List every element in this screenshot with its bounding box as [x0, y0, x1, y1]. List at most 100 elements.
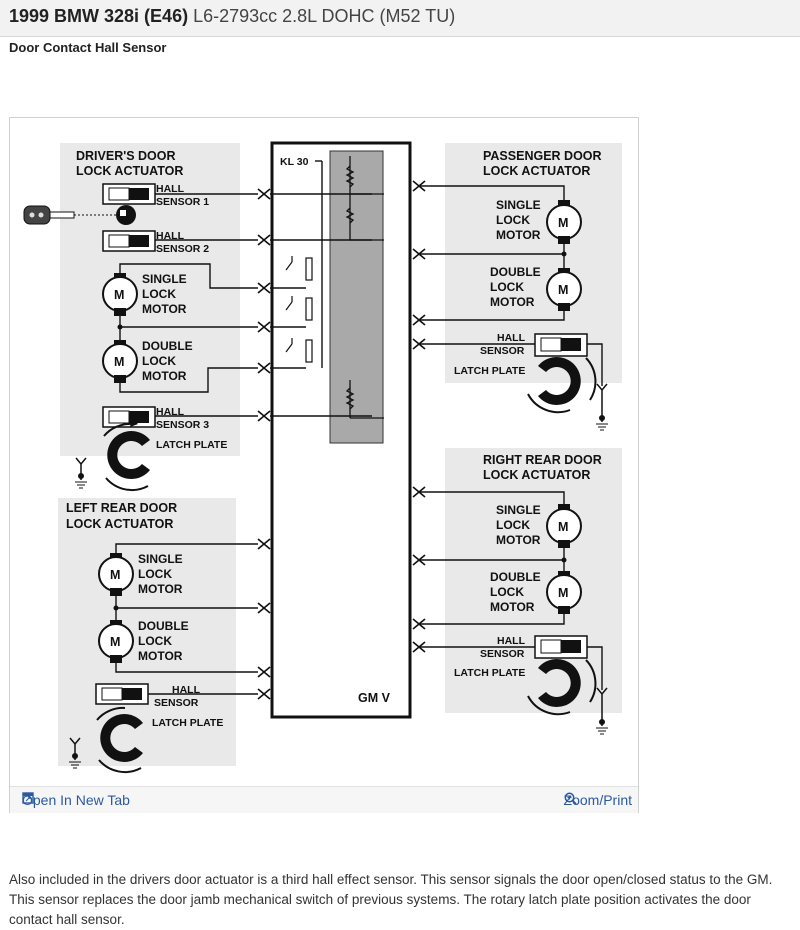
- left-rear-single-label-3: MOTOR: [138, 582, 183, 596]
- description-paragraph: Also included in the drivers door actuat…: [9, 872, 773, 927]
- right-rear-title-2: LOCK ACTUATOR: [483, 468, 590, 482]
- hall-sensor-2: [102, 230, 156, 252]
- right-rear-double-label-2: LOCK: [490, 585, 524, 599]
- passenger-single-label-1: SINGLE: [496, 198, 541, 212]
- left-rear-connectors: [257, 538, 271, 700]
- left-rear-title-2: LOCK ACTUATOR: [66, 517, 173, 531]
- internal-resistors: [345, 156, 355, 418]
- passenger-latch-plate-icon: [527, 357, 597, 414]
- open-in-new-tab-link[interactable]: Open In New Tab: [22, 792, 130, 808]
- right-rear-double-motor: M: [546, 571, 582, 614]
- svg-text:M: M: [558, 586, 568, 600]
- passenger-title-1: PASSENGER DOOR: [483, 149, 602, 163]
- passenger-single-label-3: MOTOR: [496, 228, 541, 242]
- driver-double-motor: M: [102, 340, 138, 383]
- passenger-single-motor: M: [546, 200, 582, 244]
- passenger-hall-label-1: HALL: [497, 332, 526, 344]
- kl30-label: KL 30: [280, 156, 309, 168]
- right-rear-single-motor: M: [546, 504, 582, 548]
- svg-text:M: M: [558, 520, 568, 534]
- left-rear-panel: [58, 498, 236, 766]
- gm-label: GM V: [358, 691, 391, 705]
- right-rear-hall-label-1: HALL: [497, 635, 526, 647]
- open-tab-icon: [22, 792, 34, 804]
- passenger-title-2: LOCK ACTUATOR: [483, 164, 590, 178]
- left-rear-latch-plate-icon: [96, 706, 143, 773]
- right-rear-single-label-1: SINGLE: [496, 503, 541, 517]
- passenger-hall-sensor: [534, 333, 588, 357]
- driver-single-label-3: MOTOR: [142, 302, 187, 316]
- hall-sensor-2-label-2: SENSOR 2: [156, 243, 209, 255]
- right-rear-hall-label-2: SENSOR: [480, 648, 525, 660]
- zoom-print-link[interactable]: Zoom/Print: [564, 792, 632, 808]
- right-rear-hall-sensor: [534, 635, 588, 659]
- right-rear-ground-icon: [596, 687, 608, 735]
- right-rear-single-label-2: LOCK: [496, 518, 530, 532]
- passenger-double-motor: M: [546, 268, 582, 311]
- driver-connectors: [257, 188, 271, 422]
- wiring-diagram-figure: KL 30 GM V DRIVER'S DOOR LOCK AC: [9, 117, 639, 813]
- page-header: 1999 BMW 328i (E46) L6-2793cc 2.8L DOHC …: [0, 0, 800, 37]
- left-rear-title-1: LEFT REAR DOOR: [66, 501, 177, 515]
- hall-sensor-2-label-1: HALL: [156, 230, 185, 242]
- svg-text:M: M: [558, 283, 568, 297]
- section-title: Door Contact Hall Sensor: [9, 40, 167, 55]
- vehicle-title-engine: L6-2793cc 2.8L DOHC (M52 TU): [193, 6, 456, 26]
- left-rear-ground-icon: [69, 737, 81, 769]
- wiring-diagram[interactable]: KL 30 GM V DRIVER'S DOOR LOCK AC: [10, 118, 638, 786]
- driver-latch-plate-icon: [103, 418, 150, 491]
- right-rear-latch-label: LATCH PLATE: [454, 667, 525, 679]
- passenger-ground-icon: [596, 383, 608, 431]
- svg-text:M: M: [114, 288, 124, 302]
- driver-single-label-2: LOCK: [142, 287, 176, 301]
- hall-sensor-3-label-2: SENSOR 3: [156, 419, 209, 431]
- left-rear-hall-label-1: HALL: [172, 684, 201, 696]
- driver-ground-icon: [75, 457, 87, 489]
- passenger-double-label-2: LOCK: [490, 280, 524, 294]
- passenger-door-panel: [445, 143, 622, 383]
- left-rear-double-label-1: DOUBLE: [138, 619, 189, 633]
- hall-sensor-1-label-2: SENSOR 1: [156, 196, 209, 208]
- passenger-double-label-3: MOTOR: [490, 295, 535, 309]
- svg-text:M: M: [110, 635, 120, 649]
- passenger-hall-label-2: SENSOR: [480, 345, 525, 357]
- right-rear-latch-plate-icon: [527, 659, 597, 716]
- relays: [285, 256, 313, 363]
- right-rear-single-label-3: MOTOR: [496, 533, 541, 547]
- left-rear-double-label-2: LOCK: [138, 634, 172, 648]
- drivers-door-title-2: LOCK ACTUATOR: [76, 164, 183, 178]
- left-rear-single-label-2: LOCK: [138, 567, 172, 581]
- passenger-double-label-1: DOUBLE: [490, 265, 541, 279]
- left-rear-single-label-1: SINGLE: [138, 552, 183, 566]
- passenger-latch-label: LATCH PLATE: [454, 365, 525, 377]
- vehicle-title-model: 1999 BMW 328i (E46): [9, 6, 189, 26]
- hall-sensor-3-label-1: HALL: [156, 406, 185, 418]
- left-rear-double-label-3: MOTOR: [138, 649, 183, 663]
- drivers-door-title-1: DRIVER'S DOOR: [76, 149, 176, 163]
- passenger-single-label-2: LOCK: [496, 213, 530, 227]
- key-icon: [23, 205, 120, 225]
- driver-double-label-2: LOCK: [142, 354, 176, 368]
- right-rear-double-label-1: DOUBLE: [490, 570, 541, 584]
- hall-sensor-1-label-1: HALL: [156, 183, 185, 195]
- driver-double-label-3: MOTOR: [142, 369, 187, 383]
- svg-text:M: M: [110, 568, 120, 582]
- zoom-print-label: Zoom/Print: [563, 792, 632, 808]
- hall-sensor-1: [102, 183, 156, 205]
- passenger-connectors: [412, 180, 426, 350]
- vehicle-title: 1999 BMW 328i (E46) L6-2793cc 2.8L DOHC …: [9, 6, 455, 27]
- driver-single-label-1: SINGLE: [142, 272, 187, 286]
- left-rear-single-motor: M: [98, 553, 134, 596]
- gm-internal-board: [329, 150, 384, 444]
- figure-footer: Open In New Tab Zoom/Print: [10, 786, 638, 813]
- right-rear-title-1: RIGHT REAR DOOR: [483, 453, 602, 467]
- left-rear-hall-sensor: [95, 683, 149, 705]
- left-rear-double-motor: M: [98, 620, 134, 663]
- driver-latch-label: LATCH PLATE: [156, 439, 227, 451]
- right-rear-connectors: [412, 486, 426, 653]
- left-rear-hall-label-2: SENSOR: [154, 697, 199, 709]
- svg-text:M: M: [114, 355, 124, 369]
- driver-gm-wires: [270, 193, 372, 417]
- zoom-icon: [564, 792, 577, 805]
- open-in-new-tab-label: Open In New Tab: [22, 792, 130, 808]
